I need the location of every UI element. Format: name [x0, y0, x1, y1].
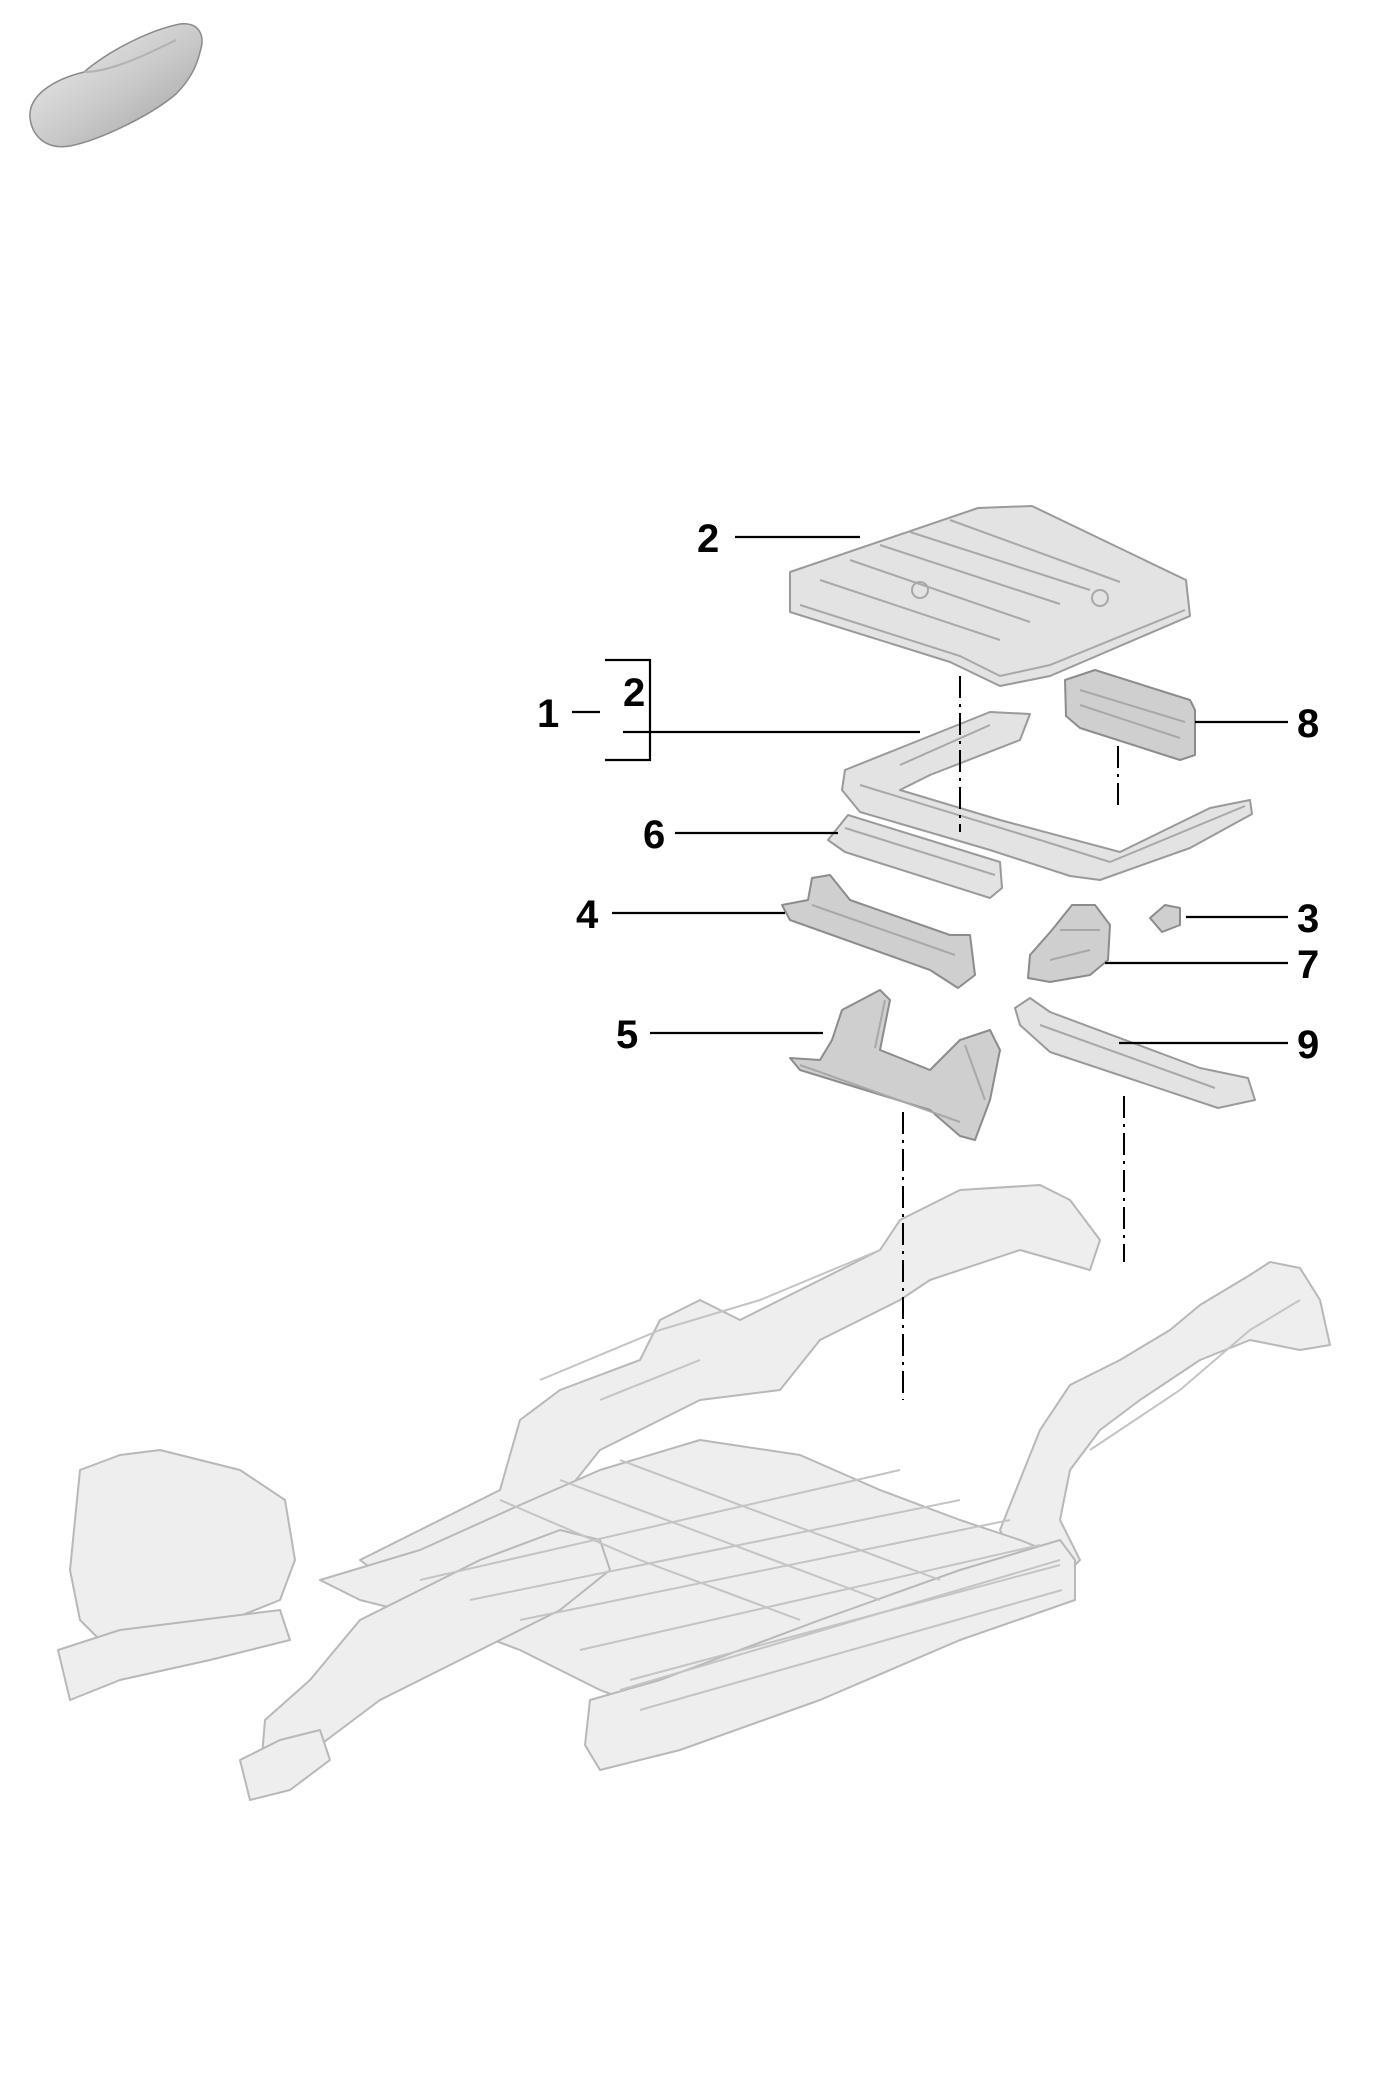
- alignment-lines: [902, 676, 1125, 1400]
- callout-2-top: 2: [697, 517, 719, 561]
- callout-4: 4: [576, 893, 599, 937]
- callout-8: 8: [1297, 702, 1319, 746]
- car-silhouette-icon: [29, 23, 203, 148]
- part-7-mount: [1027, 904, 1111, 983]
- callout-2-group: 2: [623, 671, 645, 715]
- part-floor-panel-rear: [789, 505, 1191, 687]
- part-4-cross-member: [781, 874, 976, 989]
- leader-lines: [572, 535, 1288, 1045]
- part-9-cross-bar: [1014, 997, 1256, 1109]
- part-6-reinforcement: [827, 814, 1003, 899]
- body-frame-assembly: [57, 1184, 1331, 1801]
- part-8-bracket: [1064, 669, 1196, 761]
- callout-9: 9: [1297, 1023, 1319, 1067]
- callout-7: 7: [1297, 943, 1319, 987]
- callout-1: 1: [537, 692, 559, 736]
- callout-labels: 2 1 2 6 4 5 8 3 7 9: [537, 517, 1319, 1067]
- part-floor-frame-assembly: [841, 711, 1253, 881]
- callout-3: 3: [1297, 897, 1319, 941]
- callout-6: 6: [643, 813, 665, 857]
- callout-5: 5: [616, 1013, 638, 1057]
- part-5-seat-cross-member: [789, 989, 1001, 1141]
- part-3-small-bracket: [1149, 904, 1181, 933]
